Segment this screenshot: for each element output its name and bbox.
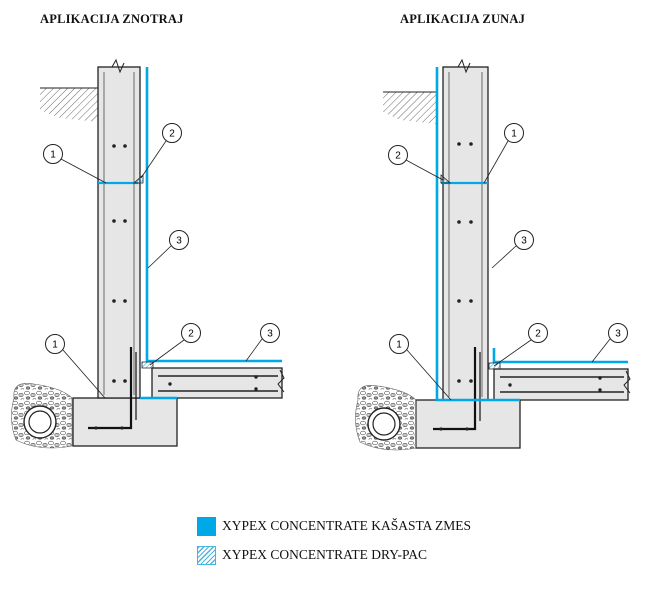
left-callout-1-top: 1 [43, 144, 107, 184]
left-starter-bar [88, 347, 133, 430]
svg-text:2: 2 [535, 329, 541, 340]
svg-text:3: 3 [267, 329, 273, 340]
right-coating-outside [435, 67, 520, 402]
svg-text:1: 1 [396, 340, 402, 351]
right-coating-slab [492, 348, 628, 364]
svg-text:3: 3 [176, 236, 182, 247]
left-wall [97, 66, 141, 399]
legend-label-slurry: XYPEX CONCENTRATE KAŠASTA ZMES [222, 518, 472, 533]
left-floor-slab [151, 367, 283, 399]
left-callout-2-bottom: 2 [149, 323, 201, 366]
svg-text:2: 2 [188, 329, 194, 340]
left-callout-1-bottom: 1 [45, 334, 106, 399]
left-callout-3-wall: 3 [147, 230, 189, 269]
svg-text:2: 2 [169, 129, 175, 140]
svg-text:1: 1 [50, 150, 56, 161]
right-wall-break [457, 58, 471, 74]
slurry-swatch-icon [197, 516, 216, 536]
left-diagram: 1 2 3 1 2 3 [11, 58, 285, 449]
right-floor-slab [493, 368, 629, 401]
left-slab-break [277, 369, 285, 393]
left-callout-3-slab: 3 [245, 323, 280, 362]
svg-text:1: 1 [52, 340, 58, 351]
left-callout-2-top: 2 [140, 123, 182, 179]
right-starter-bar [433, 347, 477, 431]
right-callout-3-slab: 3 [591, 323, 628, 363]
right-wall [442, 66, 489, 401]
legend-item-slurry: XYPEX CONCENTRATE KAŠASTA ZMES [197, 516, 471, 536]
left-drypac-corner [141, 361, 154, 369]
left-wall-rebar-dots [112, 144, 127, 383]
left-diagram-title: APLIKACIJA ZNOTRAJ [40, 12, 184, 26]
legend-item-drypac: XYPEX CONCENTRATE DRY-PAC [197, 545, 427, 565]
svg-text:3: 3 [615, 329, 621, 340]
right-callout-1-top: 1 [483, 123, 524, 184]
right-wall-rebar-dots [457, 142, 473, 383]
right-diagram: 2 1 3 1 2 3 [355, 58, 631, 451]
left-soil-hatch [40, 88, 98, 122]
right-slab-break [623, 370, 631, 394]
right-diagram-title: APLIKACIJA ZUNAJ [400, 12, 526, 26]
left-drypac-joint [132, 174, 144, 184]
right-callout-2-top: 2 [388, 145, 444, 181]
left-footing [72, 397, 178, 447]
right-soil-hatch [383, 92, 437, 124]
right-callout-3-wall: 3 [491, 230, 534, 269]
svg-text:2: 2 [395, 151, 401, 162]
svg-text:3: 3 [521, 236, 527, 247]
legend-label-drypac: XYPEX CONCENTRATE DRY-PAC [222, 547, 428, 562]
left-wall-break [111, 58, 125, 74]
right-footing [415, 399, 521, 449]
left-coating-slurry [145, 67, 282, 363]
right-callout-1-bottom: 1 [389, 334, 452, 401]
svg-text:1: 1 [511, 129, 517, 140]
drypac-swatch-icon [197, 545, 216, 565]
right-callout-2-bottom: 2 [493, 323, 548, 367]
